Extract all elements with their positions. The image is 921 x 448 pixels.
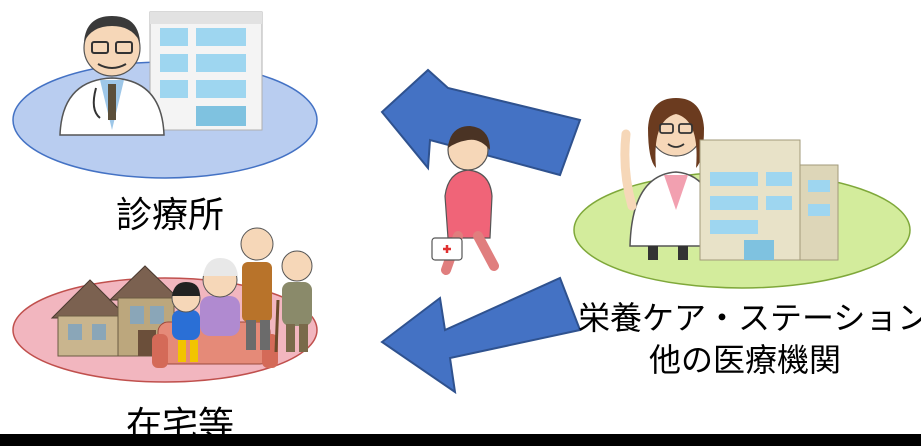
clinic-label: 診療所 xyxy=(115,195,224,236)
bottom-bar xyxy=(0,434,921,446)
walking-woman-with-bag-icon xyxy=(431,126,499,275)
arrow-to-clinic xyxy=(380,68,582,177)
doctor-icon xyxy=(59,16,165,136)
station-label-line2: 他の医療機関 xyxy=(648,341,841,379)
arrow-to-home xyxy=(380,276,582,395)
clinic-building-icon xyxy=(699,139,839,261)
station-label-line1: 栄養ケア・ステーション xyxy=(578,299,921,337)
hospital-building-icon xyxy=(149,11,263,131)
dietitian-icon xyxy=(620,98,721,260)
family-on-sofa-icon xyxy=(152,227,313,368)
